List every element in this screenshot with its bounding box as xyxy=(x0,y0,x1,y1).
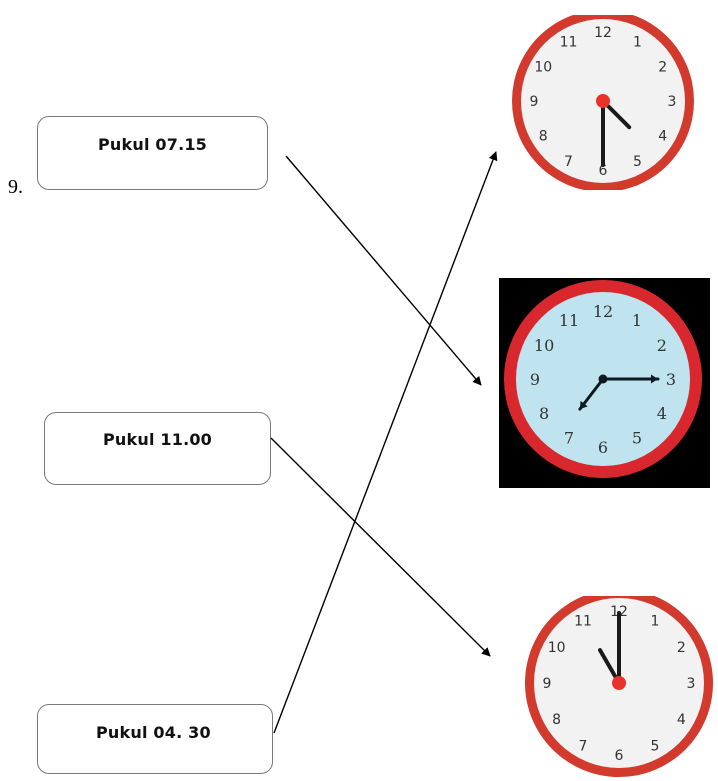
clock-numeral: 7 xyxy=(564,429,574,448)
clock-numeral: 3 xyxy=(668,94,677,110)
clock-icon: 12 12 3 45 6 78 9 10 11 xyxy=(512,10,694,192)
clock-numeral: 11 xyxy=(574,614,592,630)
clock-numeral: 7 xyxy=(564,154,573,170)
clock-numeral: 3 xyxy=(666,370,676,389)
clock-numeral: 9 xyxy=(530,370,540,389)
time-label-box-1100[interactable]: Pukul 11.00 xyxy=(44,412,271,485)
clock-numeral: 10 xyxy=(548,640,566,656)
clock-center xyxy=(612,676,626,690)
clock-numeral: 4 xyxy=(677,712,686,728)
time-label-box-0715[interactable]: Pukul 07.15 xyxy=(37,116,268,190)
connector-arrow-1100-to-clock3 xyxy=(270,437,491,657)
clock-numeral: 12 xyxy=(594,25,612,41)
clock-numeral: 11 xyxy=(559,311,579,330)
clock-numeral: 5 xyxy=(632,429,642,448)
clock-numeral: 4 xyxy=(658,129,667,145)
clock-center xyxy=(598,374,608,384)
clock-numeral: 10 xyxy=(534,60,552,76)
clock-numeral: 11 xyxy=(560,34,578,50)
time-label-text: Pukul 04. 30 xyxy=(96,723,211,742)
time-label-box-0430[interactable]: Pukul 04. 30 xyxy=(37,704,273,774)
clock-numeral: 9 xyxy=(543,676,552,692)
clock-numeral: 3 xyxy=(687,676,696,692)
clock-numeral: 8 xyxy=(552,712,561,728)
clock-numeral: 12 xyxy=(593,302,613,321)
time-label-text: Pukul 11.00 xyxy=(103,430,213,449)
clock-numeral: 6 xyxy=(599,163,608,179)
question-number: 9. xyxy=(8,176,23,198)
clock-numeral: 1 xyxy=(633,34,642,50)
time-label-text: Pukul 07.15 xyxy=(98,135,208,154)
clock-numeral: 6 xyxy=(615,748,624,764)
clock-numeral: 10 xyxy=(534,336,554,355)
clock-numeral: 2 xyxy=(657,336,667,355)
clock-numeral: 5 xyxy=(633,154,642,170)
clock-numeral: 8 xyxy=(539,129,548,145)
connector-arrow-0430-to-clock1 xyxy=(273,151,498,734)
clock-numeral: 2 xyxy=(677,640,686,656)
clock-numeral: 1 xyxy=(651,614,660,630)
clock-numeral: 2 xyxy=(658,60,667,76)
clock-numeral: 6 xyxy=(598,438,608,457)
clock-numeral: 4 xyxy=(657,404,667,423)
clock-numeral: 5 xyxy=(651,738,660,754)
clock-numeral: 8 xyxy=(539,404,549,423)
hand-tip xyxy=(651,374,658,384)
clock-icon: 12 12 3 45 6 78 9 10 11 xyxy=(504,280,702,478)
clock-numeral: 9 xyxy=(530,94,539,110)
clock-center xyxy=(596,94,610,108)
clock-numeral: 1 xyxy=(632,311,642,330)
hand-tip xyxy=(579,400,588,410)
connector-arrow-0715-to-clock2 xyxy=(285,155,482,386)
clock-numeral: 7 xyxy=(579,738,588,754)
